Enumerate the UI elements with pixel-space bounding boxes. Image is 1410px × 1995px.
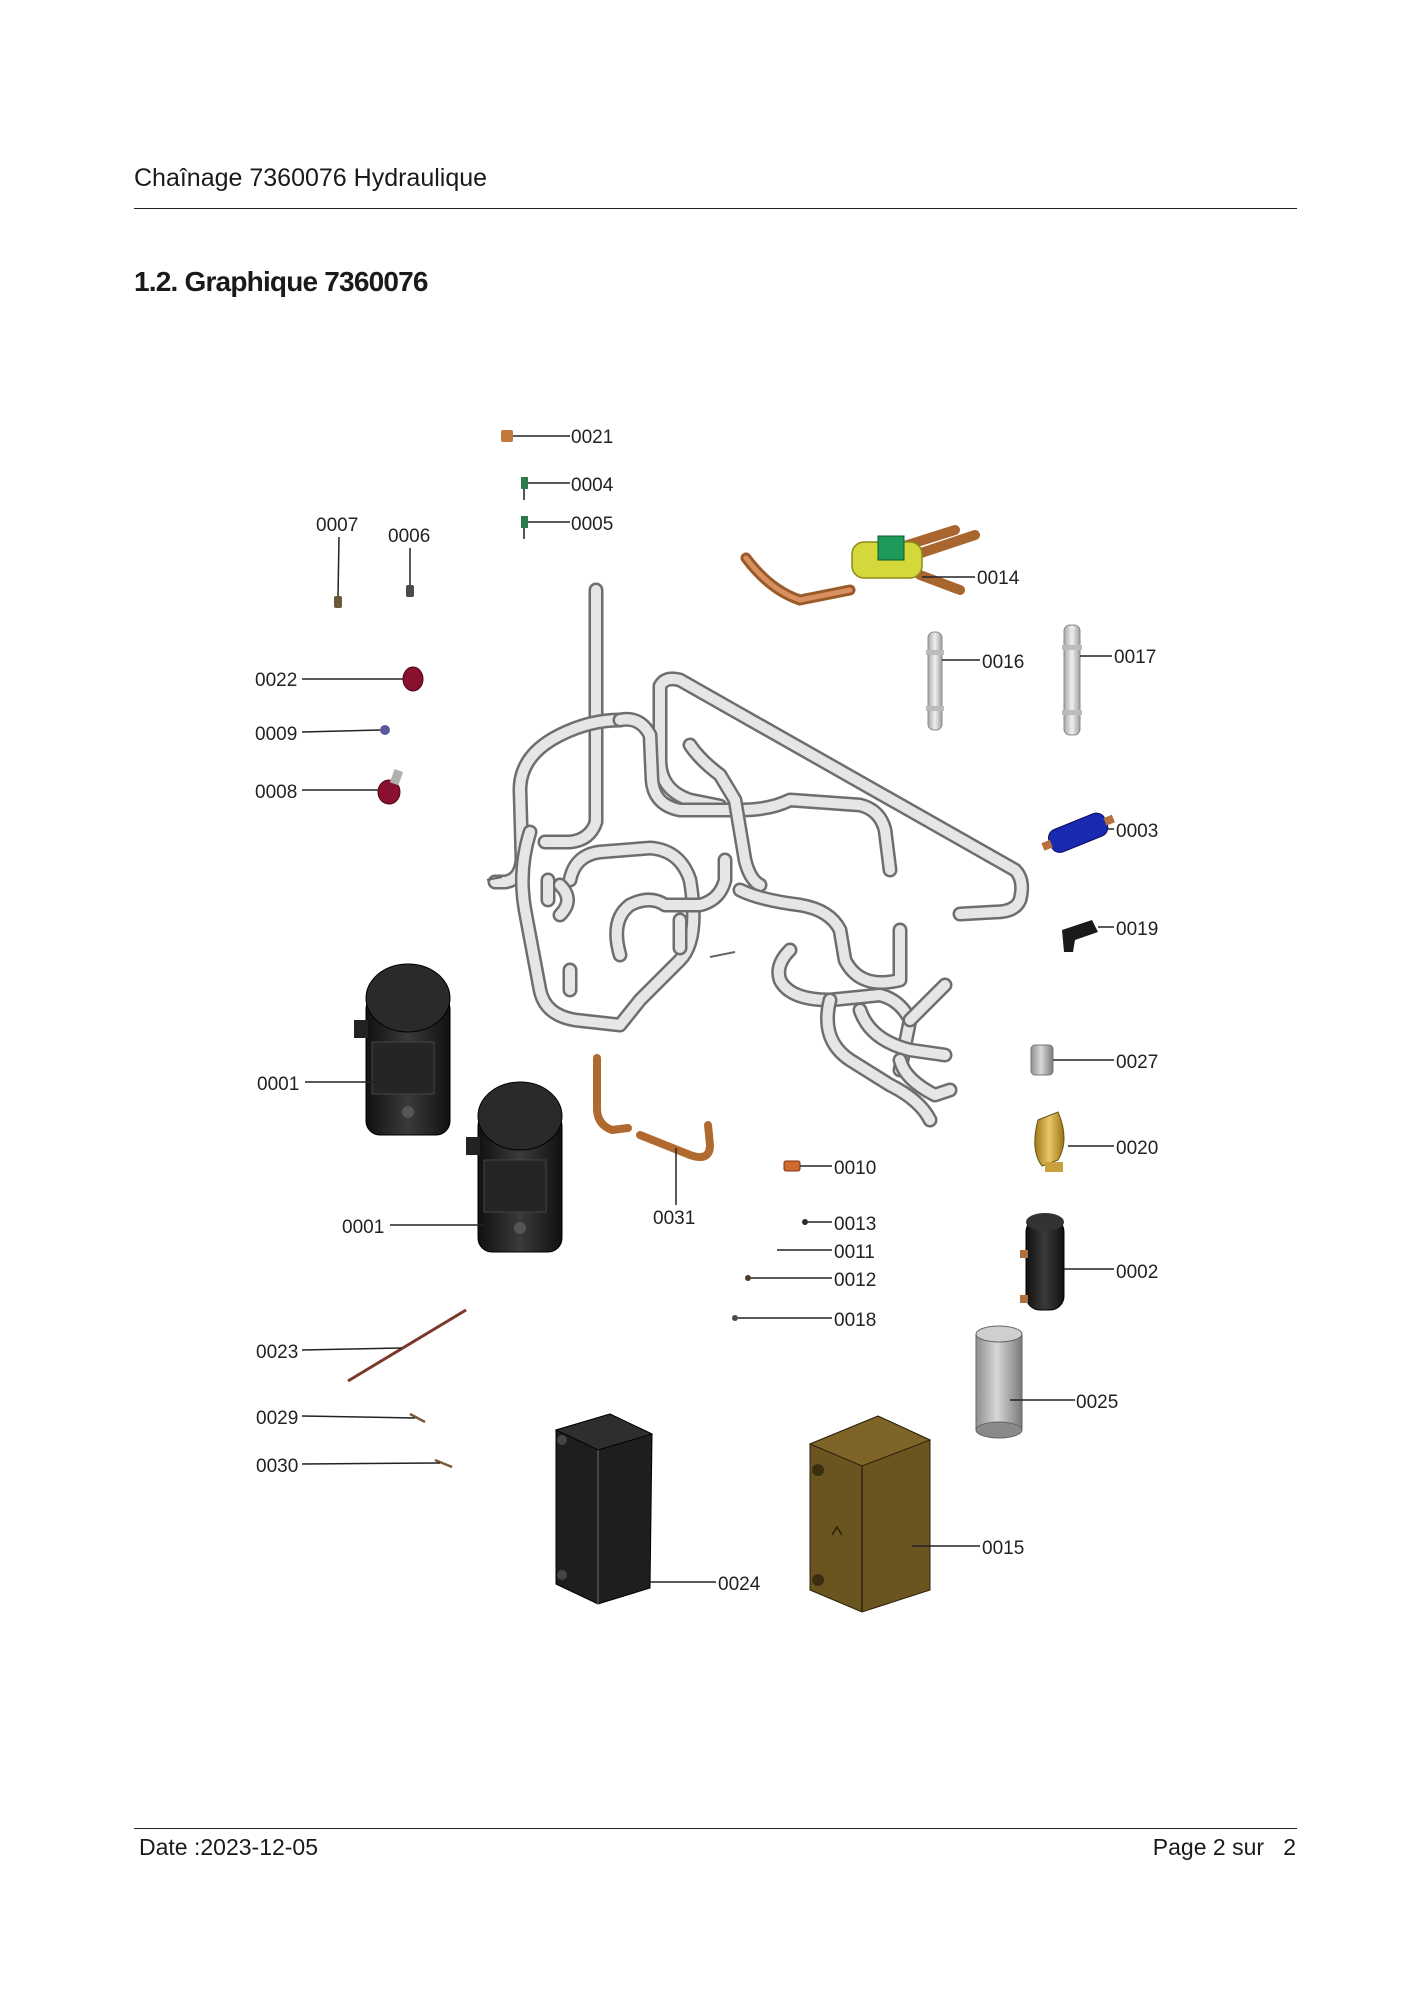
part-0012: 0012 — [745, 1270, 876, 1291]
callout-0023: 0023 — [256, 1342, 298, 1363]
part-0005: 0005 — [521, 514, 613, 539]
callout-0014: 0014 — [977, 568, 1020, 589]
callout-0021: 0021 — [571, 427, 613, 448]
part-0025: 0025 — [975, 1325, 1118, 1439]
footer-page-number: Page 2 sur 2 — [1152, 1834, 1296, 1860]
callout-0027: 0027 — [1116, 1052, 1158, 1073]
callout-0031: 0031 — [653, 1208, 695, 1229]
part-0016: 0016 — [926, 631, 1024, 731]
part-0010: 0010 — [783, 1158, 876, 1179]
callout-0004: 0004 — [571, 475, 614, 496]
callout-0003: 0003 — [1116, 821, 1158, 842]
part-0015-plate-heat-exchanger: 0015 — [808, 1415, 1024, 1613]
part-0031: 0031 — [593, 1054, 715, 1229]
part-0008: 0008 — [255, 769, 404, 805]
part-0030: 0030 — [256, 1456, 453, 1477]
callout-0008: 0008 — [255, 782, 297, 803]
part-0017: 0017 — [1062, 624, 1156, 736]
callout-0022: 0022 — [255, 670, 297, 691]
callout-0024: 0024 — [718, 1574, 761, 1595]
footer-rule — [134, 1828, 1297, 1829]
section-title: 1.2. Graphique 7360076 — [134, 266, 428, 297]
callout-0019: 0019 — [1116, 919, 1158, 940]
part-0023: 0023 — [256, 1308, 467, 1383]
part-0009: 0009 — [255, 724, 390, 745]
callout-0009: 0009 — [255, 724, 297, 745]
part-0001-compressor-front: 0001 — [342, 1081, 563, 1253]
part-0014-four-way-valve: 0014 — [740, 525, 1020, 606]
part-0024-plate-heat-exchanger: 0024 — [554, 1413, 761, 1605]
piping-assembly — [486, 582, 1030, 1128]
callout-0010: 0010 — [834, 1158, 876, 1179]
part-0004: 0004 — [521, 475, 614, 500]
callout-0013: 0013 — [834, 1214, 876, 1235]
callout-0002: 0002 — [1116, 1262, 1158, 1283]
callout-0020: 0020 — [1116, 1138, 1158, 1159]
document-header-title: Chaînage 7360076 Hydraulique — [134, 164, 488, 192]
part-0021: 0021 — [501, 427, 613, 448]
part-0007: 0007 — [316, 515, 358, 608]
part-0011: 0011 — [777, 1242, 875, 1263]
callout-0025: 0025 — [1076, 1392, 1118, 1413]
part-0029: 0029 — [256, 1408, 426, 1429]
callout-0016: 0016 — [982, 652, 1024, 673]
callout-0018: 0018 — [834, 1310, 876, 1331]
part-0019: 0019 — [1062, 919, 1158, 952]
callout-0029: 0029 — [256, 1408, 298, 1429]
callout-0030: 0030 — [256, 1456, 298, 1477]
part-0027: 0027 — [1030, 1044, 1158, 1076]
header-rule — [134, 208, 1297, 209]
callout-0012: 0012 — [834, 1270, 876, 1291]
part-0018: 0018 — [732, 1310, 876, 1331]
callout-0001-a: 0001 — [257, 1074, 299, 1095]
callout-0001-b: 0001 — [342, 1217, 384, 1238]
callout-0007: 0007 — [316, 515, 358, 536]
part-0002-receiver: 0002 — [1020, 1213, 1158, 1311]
part-0006: 0006 — [388, 526, 430, 597]
callout-0011: 0011 — [834, 1242, 875, 1263]
callout-0005: 0005 — [571, 514, 613, 535]
part-0013: 0013 — [802, 1214, 876, 1235]
callout-0017: 0017 — [1114, 647, 1156, 668]
part-0003-filter-drier: 0003 — [1041, 812, 1158, 853]
part-0001-compressor-rear: 0001 — [257, 963, 451, 1136]
callout-0015: 0015 — [982, 1538, 1024, 1559]
callout-0006: 0006 — [388, 526, 430, 547]
part-0020-strainer: 0020 — [1034, 1111, 1158, 1172]
part-0022: 0022 — [255, 666, 424, 692]
footer-date: Date :2023-12-05 — [139, 1834, 319, 1860]
